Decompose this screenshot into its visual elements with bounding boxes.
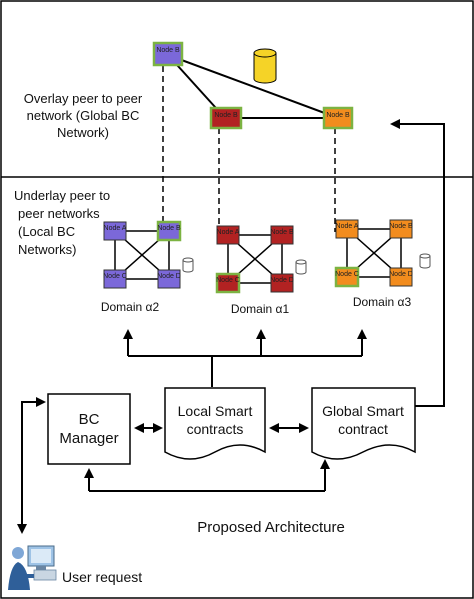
overlay-edge: [167, 54, 339, 119]
svg-text:Node D: Node D: [157, 273, 181, 280]
domain-node: Node B: [389, 219, 413, 239]
svg-text:Node A: Node A: [104, 225, 127, 232]
global-contract-label-1: Global Smart: [322, 403, 404, 419]
bc-manager-box: [47, 393, 131, 465]
database-icon: [295, 259, 307, 275]
svg-text:Node B: Node B: [270, 229, 294, 236]
domain-label: Domain α1: [231, 302, 290, 316]
svg-text:Node B: Node B: [326, 112, 350, 119]
svg-text:Node C: Node C: [216, 277, 240, 284]
database-icon: [182, 257, 194, 273]
underlay-label-line-2: peer networks: [18, 206, 100, 221]
overlay-label-line-2: network (Global BC: [27, 108, 140, 123]
bc-manager-label-2: Manager: [59, 430, 118, 447]
caption: Proposed Architecture: [197, 519, 345, 536]
svg-text:Node D: Node D: [270, 277, 294, 284]
svg-text:Node B: Node B: [214, 112, 238, 119]
domain-node: Node A: [335, 219, 359, 239]
bc-manager-label-1: BC: [79, 411, 100, 428]
underlay-label-line-4: Networks): [18, 242, 77, 257]
global-contract-doc: [311, 387, 416, 460]
domain-node: Node D: [157, 269, 181, 289]
underlay-label-line-3: (Local BC: [18, 224, 75, 239]
domain-label: Domain α3: [353, 295, 412, 309]
domain-node: Node A: [216, 225, 240, 245]
domain-node: Node B: [270, 225, 294, 245]
svg-text:Node A: Node A: [217, 229, 240, 236]
overlay-node-purple: Node B: [152, 41, 184, 67]
domain-node: Node C: [103, 269, 127, 289]
svg-text:Node A: Node A: [336, 223, 359, 230]
overlay-label-line-3: Network): [57, 125, 109, 140]
database-icon: [419, 253, 431, 269]
domain-node: Node C: [215, 272, 241, 294]
overlay-node-red: Node B: [209, 106, 243, 130]
database-icon: [253, 48, 277, 84]
svg-text:Node C: Node C: [335, 271, 359, 278]
user-computer-icon: [8, 545, 57, 590]
global-contract-label-2: contract: [338, 421, 388, 437]
local-contracts-doc: [164, 387, 266, 460]
svg-text:Node B: Node B: [156, 47, 180, 54]
domain-node: Node C: [334, 266, 360, 288]
local-contracts-label-1: Local Smart: [178, 403, 253, 419]
domain-node: Node D: [389, 267, 413, 287]
domain-cluster: Node A Node B Node C Node D Domain α2: [101, 220, 194, 314]
svg-text:Node B: Node B: [389, 223, 413, 230]
user-request-label: User request: [62, 569, 142, 585]
arrow-user-manager: [17, 397, 46, 534]
domain-node: Node D: [270, 273, 294, 293]
overlay-node-orange: Node B: [322, 106, 354, 130]
domain-node: Node B: [156, 220, 182, 242]
overlay-label-line-1: Overlay peer to peer: [24, 91, 143, 106]
svg-text:Node B: Node B: [157, 225, 181, 232]
svg-text:Node D: Node D: [389, 271, 413, 278]
svg-text:Node C: Node C: [103, 273, 127, 280]
domain-label: Domain α2: [101, 300, 160, 314]
arrow-global-to-overlay: [390, 119, 445, 407]
underlay-label-line-1: Underlay peer to: [14, 188, 110, 203]
domain-node: Node A: [103, 221, 127, 241]
domain-cluster: Node A Node B Node C Node D Domain α1: [215, 225, 307, 316]
local-contracts-label-2: contracts: [187, 421, 244, 437]
domain-cluster: Node A Node B Node C Node D Domain α3: [334, 219, 431, 309]
